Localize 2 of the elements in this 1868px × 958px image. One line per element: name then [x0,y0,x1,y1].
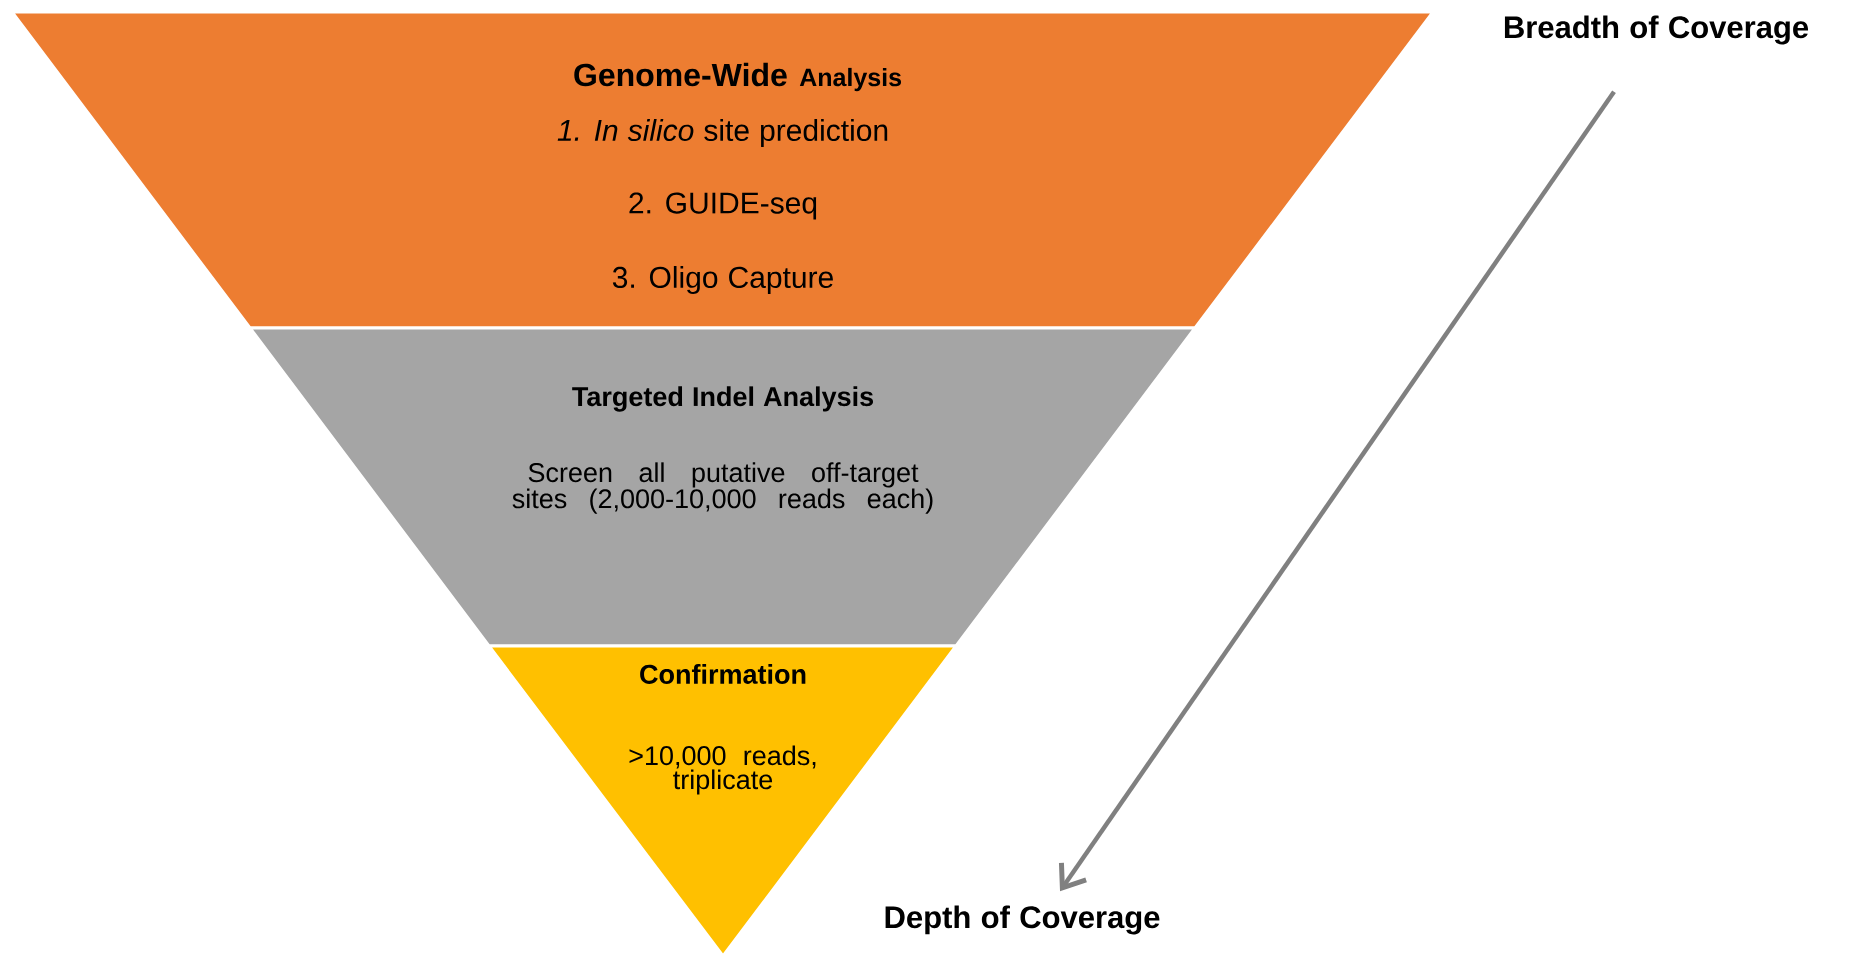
arrow [1058,90,1616,892]
axis-label: Breadth of Coverage [1504,15,1809,45]
